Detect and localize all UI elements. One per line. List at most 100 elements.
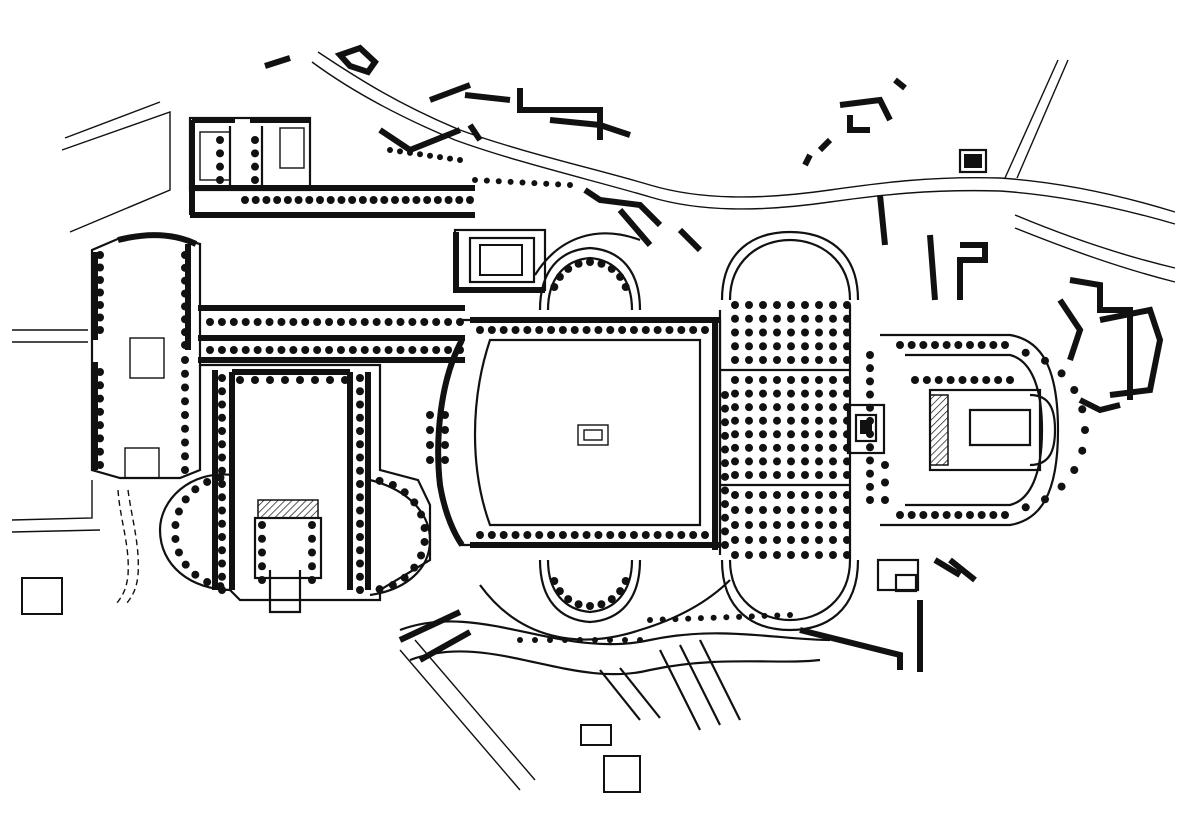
- column: [731, 403, 739, 412]
- column: [866, 390, 874, 399]
- column: [326, 196, 335, 204]
- column: [499, 531, 508, 539]
- column: [420, 524, 429, 533]
- column: [258, 521, 266, 529]
- column: [701, 531, 709, 539]
- column: [989, 341, 998, 349]
- column: [511, 531, 520, 539]
- column: [218, 506, 226, 515]
- column: [582, 531, 591, 539]
- column: [815, 506, 823, 514]
- column: [251, 176, 259, 184]
- column: [773, 471, 781, 479]
- street-lines: [11, 51, 1176, 791]
- column: [866, 403, 874, 412]
- column: [773, 536, 781, 544]
- column: [96, 326, 104, 334]
- column: [721, 459, 729, 468]
- column: [181, 356, 189, 364]
- column: [866, 469, 874, 478]
- column: [356, 586, 364, 594]
- column: [731, 356, 739, 364]
- column: [181, 263, 189, 272]
- column: [966, 511, 974, 519]
- column: [731, 506, 739, 514]
- column: [410, 498, 419, 507]
- column: [815, 457, 823, 466]
- column: [356, 453, 364, 462]
- column: [437, 154, 443, 161]
- column: [977, 511, 986, 519]
- column: [773, 430, 781, 439]
- column: [181, 397, 189, 406]
- column: [420, 346, 429, 354]
- column: [96, 381, 104, 390]
- column: [731, 416, 739, 425]
- column: [1001, 511, 1009, 519]
- column: [787, 491, 795, 499]
- column: [653, 326, 662, 334]
- column: [341, 376, 349, 384]
- column: [829, 403, 837, 412]
- column: [499, 326, 508, 334]
- column: [843, 506, 851, 514]
- column: [736, 613, 743, 620]
- column: [325, 318, 334, 326]
- column: [801, 506, 809, 514]
- column: [472, 177, 478, 183]
- column: [829, 506, 837, 514]
- column: [289, 318, 298, 326]
- column: [618, 326, 627, 334]
- column: [689, 326, 698, 334]
- column: [801, 328, 809, 337]
- column: [388, 581, 397, 590]
- column: [396, 346, 405, 354]
- column: [801, 301, 809, 309]
- column: [731, 328, 739, 337]
- column: [843, 328, 851, 337]
- column: [801, 457, 809, 466]
- column: [721, 541, 729, 549]
- column: [375, 585, 384, 594]
- column: [203, 578, 212, 587]
- column: [476, 531, 484, 539]
- column: [815, 521, 823, 529]
- column: [191, 485, 200, 494]
- column: [787, 457, 795, 466]
- column: [731, 551, 739, 559]
- column: [397, 148, 403, 155]
- column: [523, 531, 532, 539]
- column: [426, 411, 434, 419]
- column: [731, 536, 739, 544]
- column: [262, 196, 271, 204]
- column: [181, 452, 189, 461]
- column: [372, 346, 381, 354]
- column: [384, 318, 393, 326]
- column: [759, 314, 767, 323]
- column: [745, 551, 753, 559]
- column: [773, 301, 781, 309]
- column: [647, 617, 653, 623]
- column: [401, 196, 410, 204]
- column: [745, 389, 753, 398]
- column: [574, 259, 583, 268]
- column: [989, 511, 998, 519]
- column: [96, 394, 104, 403]
- column: [1021, 503, 1030, 512]
- column: [843, 403, 851, 412]
- column: [641, 531, 650, 539]
- column: [659, 616, 666, 623]
- column: [218, 440, 226, 449]
- west-wing: [90, 232, 202, 480]
- column: [408, 346, 417, 354]
- column: [721, 513, 729, 522]
- column: [258, 562, 266, 571]
- column: [815, 301, 823, 309]
- column: [308, 576, 316, 584]
- column: [773, 491, 781, 499]
- column: [787, 506, 795, 514]
- column: [487, 326, 496, 334]
- north-portico: [198, 305, 465, 363]
- column: [241, 318, 250, 326]
- column: [773, 506, 781, 514]
